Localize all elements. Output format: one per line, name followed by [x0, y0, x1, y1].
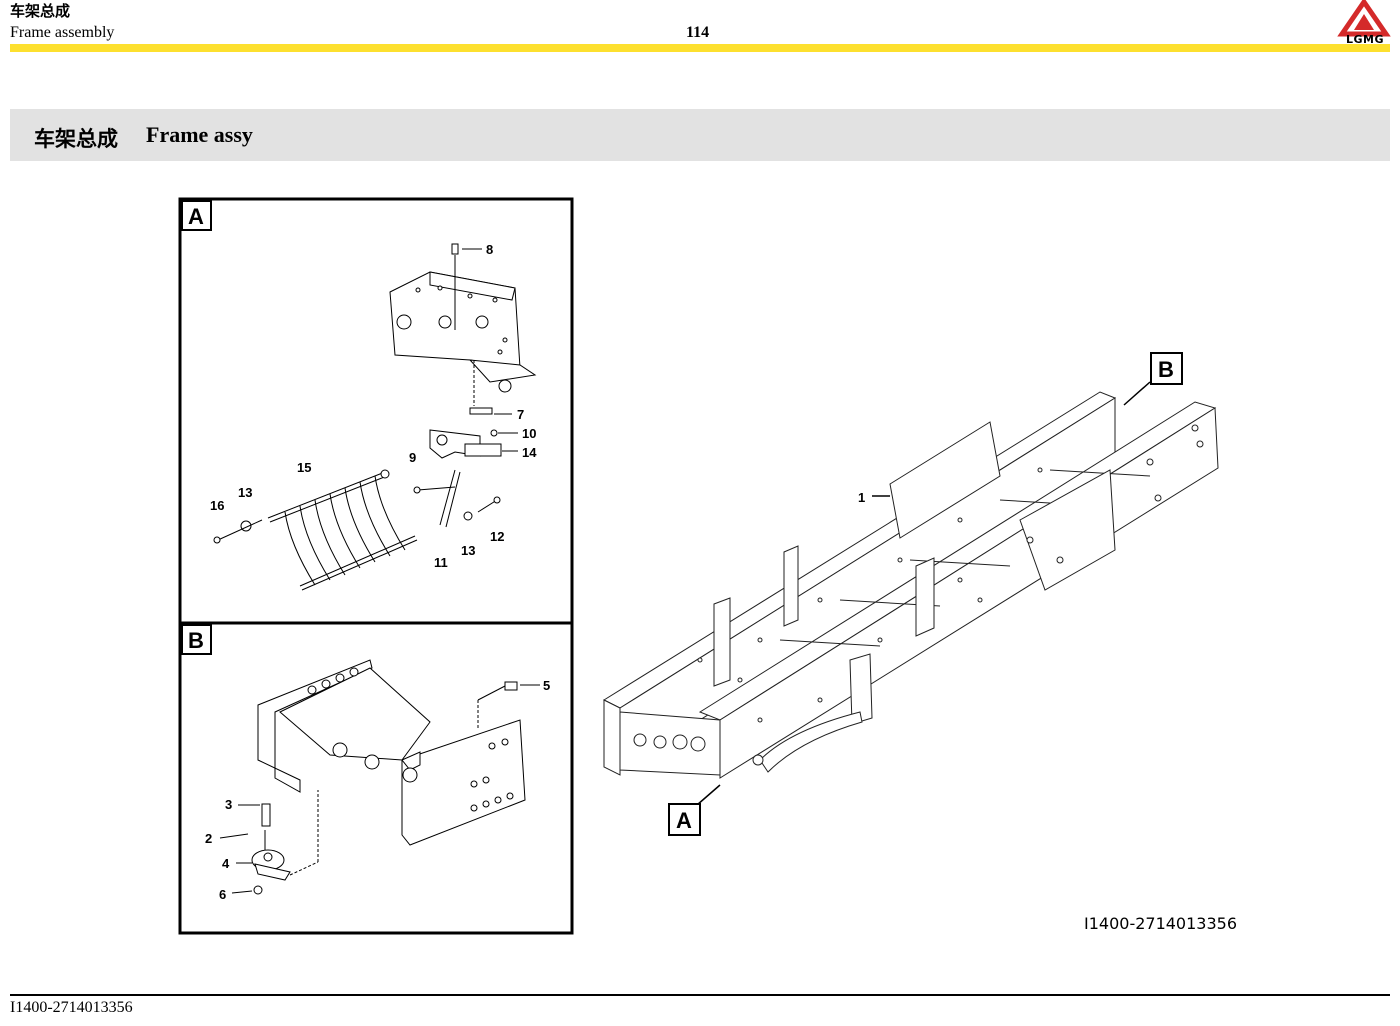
- part-label-1: 1: [858, 490, 865, 505]
- main-frame-drawing: [602, 391, 1219, 779]
- part-label-16: 16: [210, 498, 224, 513]
- section-title-band: [10, 109, 1390, 161]
- part-label-8: 8: [486, 242, 493, 257]
- detail-a-box: [178, 197, 574, 625]
- part-label-10: 10: [522, 426, 536, 441]
- header-title-en: Frame assembly: [10, 24, 115, 41]
- lgmg-logo-icon: [1337, 0, 1391, 37]
- detail-b-drawing: [251, 659, 526, 895]
- part-label-2: 2: [205, 831, 212, 846]
- header-title-cn: 车架总成: [10, 2, 71, 20]
- section-title-en: Frame assy: [146, 122, 253, 147]
- detail-b-label: B: [188, 628, 204, 653]
- part-label-6: 6: [219, 887, 226, 902]
- part-label-15: 15: [297, 460, 311, 475]
- figure-code: I1400-2714013356: [1084, 914, 1238, 933]
- detail-b-box: [178, 621, 574, 935]
- part-label-12: 12: [490, 529, 504, 544]
- part-label-13a: 13: [238, 485, 252, 500]
- logo-text: LGMG: [1345, 33, 1384, 46]
- part-label-11: 11: [434, 555, 448, 570]
- detail-b-part-labels: 5 3 2 4 6: [205, 678, 550, 902]
- footer-rule: [10, 994, 1390, 996]
- callout-a: A: [676, 808, 692, 833]
- part-label-5: 5: [543, 678, 550, 693]
- section-title-cn: 车架总成: [34, 127, 118, 151]
- header-accent-bar: [10, 44, 1390, 52]
- callout-b: B: [1158, 357, 1174, 382]
- detail-a-drawing: [213, 243, 537, 591]
- part-label-13b: 13: [461, 543, 475, 558]
- part-label-4: 4: [222, 856, 230, 871]
- footer-code: I1400-2714013356: [10, 999, 133, 1016]
- page-number: 114: [686, 24, 710, 41]
- part-label-9: 9: [409, 450, 416, 465]
- detail-a-part-labels: 8 7 10 14 9 15 13 16 12 13 11: [210, 242, 537, 570]
- detail-a-label: A: [188, 204, 204, 229]
- part-label-3: 3: [225, 797, 232, 812]
- part-label-7: 7: [517, 407, 524, 422]
- part-label-14: 14: [522, 445, 537, 460]
